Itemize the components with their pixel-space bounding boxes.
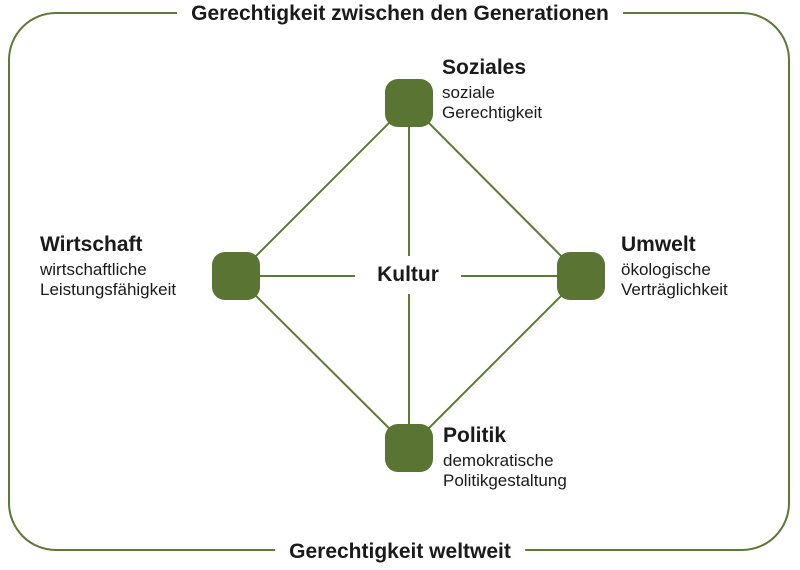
node-soziales-label: Soziales soziale Gerechtigkeit bbox=[442, 55, 542, 122]
node-politik-square bbox=[385, 424, 433, 472]
node-wirtschaft-label: Wirtschaft wirtschaftliche Leistungsfähi… bbox=[40, 232, 176, 299]
node-umwelt-subtitle-line1: ökologische bbox=[621, 260, 711, 279]
node-wirtschaft-title: Wirtschaft bbox=[40, 233, 143, 256]
node-umwelt-title: Umwelt bbox=[621, 233, 696, 256]
node-soziales-subtitle-line2: Gerechtigkeit bbox=[442, 102, 543, 122]
node-politik-title: Politik bbox=[443, 424, 507, 447]
node-soziales-subtitle-line1: soziale bbox=[442, 83, 495, 102]
edge-umwelt-politik bbox=[408, 275, 582, 449]
node-umwelt-subtitle-line2: Verträglichkeit bbox=[621, 279, 728, 299]
edge-soziales-umwelt bbox=[408, 102, 582, 277]
node-politik-subtitle-line1: demokratische bbox=[443, 451, 554, 470]
node-soziales-title: Soziales bbox=[442, 56, 527, 79]
node-wirtschaft-subtitle-line1: wirtschaftliche bbox=[40, 260, 147, 279]
node-politik-label: Politik demokratische Politikgestaltung bbox=[443, 423, 567, 490]
node-soziales-square bbox=[385, 79, 433, 127]
node-wirtschaft-subtitle-line2: Leistungsfähigkeit bbox=[40, 279, 177, 299]
node-umwelt-square bbox=[557, 252, 605, 300]
node-politik-subtitle-line2: Politikgestaltung bbox=[443, 470, 567, 490]
node-umwelt-label: Umwelt ökologische Verträglichkeit bbox=[621, 232, 728, 299]
edge-soziales-wirtschaft bbox=[235, 102, 410, 277]
frame-top-label: Gerechtigkeit zwischen den Generationen bbox=[177, 2, 623, 26]
node-wirtschaft-square bbox=[212, 252, 260, 300]
edge-wirtschaft-politik bbox=[235, 275, 410, 449]
frame-bottom-label: Gerechtigkeit weltweit bbox=[275, 540, 525, 564]
center-kultur-label: Kultur bbox=[355, 256, 461, 294]
